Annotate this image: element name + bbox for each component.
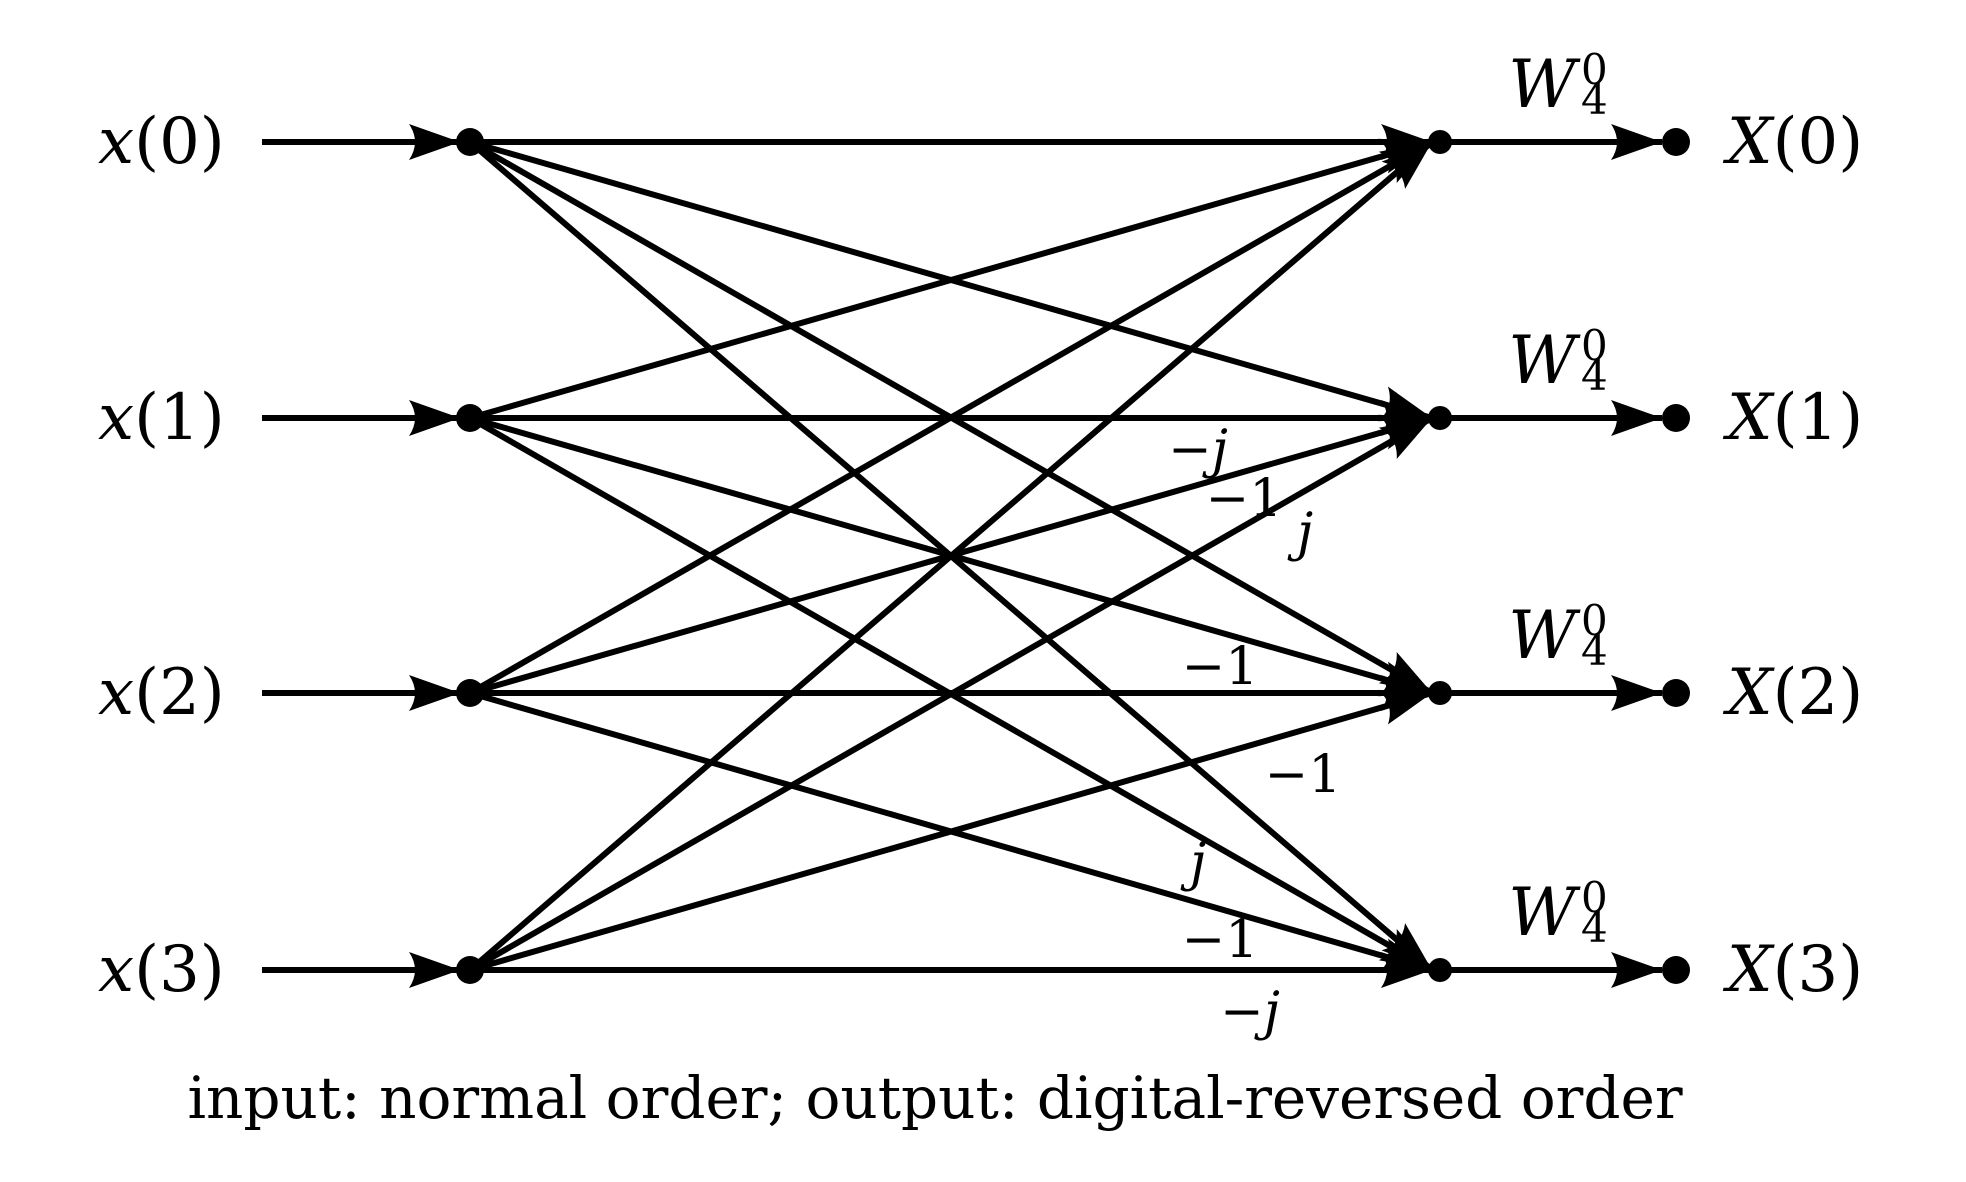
weight-char: − <box>1264 745 1309 805</box>
twiddle-superscript: 0 <box>1581 596 1608 645</box>
input-label-1: x(1) <box>98 386 225 450</box>
output-label-3: X(3) <box>1727 938 1863 1002</box>
edge-x0-to-X1 <box>469 139 1433 422</box>
twiddle-superscript: 0 <box>1581 321 1608 370</box>
weight-char: 1 <box>1225 637 1259 697</box>
weight-char: − <box>1168 420 1212 480</box>
twiddle-superscript: 0 <box>1581 45 1608 94</box>
weight-char: − <box>1220 982 1264 1042</box>
input-index: (1) <box>134 381 225 455</box>
weight-char: 1 <box>1308 745 1342 805</box>
sum-node-1 <box>1428 406 1452 430</box>
edge-x1-to-X3 <box>468 415 1434 973</box>
output-index: (2) <box>1772 656 1864 730</box>
weight-char: 1 <box>1249 469 1283 529</box>
input-label-2: x(2) <box>98 661 225 725</box>
weight-char: j <box>1189 833 1207 893</box>
output-label-0: X(0) <box>1727 110 1863 174</box>
weight-char: − <box>1181 910 1226 970</box>
input-index: (3) <box>134 933 225 1007</box>
twiddle-base: W <box>1508 874 1577 951</box>
output-var: X <box>1727 656 1773 730</box>
edge-weight-x3-to-X3: −j <box>1220 986 1280 1038</box>
sum-node-0 <box>1428 130 1452 154</box>
output-node-3 <box>1662 956 1690 984</box>
edge-weight-x2-to-X3: −1 <box>1182 914 1259 966</box>
sum-node-3 <box>1428 958 1452 982</box>
output-var: X <box>1727 933 1773 1007</box>
input-node-1 <box>456 404 484 432</box>
edge-x2-to-X3 <box>469 690 1433 974</box>
output-var: X <box>1727 381 1773 455</box>
twiddle-superscript: 0 <box>1581 873 1608 922</box>
input-var: x <box>98 381 135 455</box>
twiddle-subscript: 4 <box>1581 903 1608 952</box>
caption: input: normal order; output: digital-rev… <box>187 1064 1683 1132</box>
edge-weight-x3-to-X2: −1 <box>1265 749 1342 801</box>
output-node-1 <box>1662 404 1690 432</box>
output-var: X <box>1727 105 1773 179</box>
twiddle-subscript: 4 <box>1581 75 1608 124</box>
edge-weight-x1-to-X1: −j <box>1168 424 1228 476</box>
output-node-2 <box>1662 679 1690 707</box>
output-node-0 <box>1662 128 1690 156</box>
output-index: (0) <box>1772 105 1864 179</box>
sum-node-2 <box>1428 681 1452 705</box>
input-var: x <box>98 105 135 179</box>
input-label-0: x(0) <box>98 110 225 174</box>
twiddle-base: W <box>1508 46 1577 123</box>
edge-x0-to-X2 <box>468 139 1434 696</box>
weight-char: j <box>1296 503 1314 563</box>
twiddle-base: W <box>1508 322 1577 399</box>
twiddle-subscript: 4 <box>1581 351 1608 400</box>
weight-char: − <box>1181 637 1226 697</box>
input-index: (2) <box>134 656 225 730</box>
edge-x0-to-X3 <box>468 139 1434 973</box>
input-node-3 <box>456 956 484 984</box>
edge-weight-x1-to-X2: −1 <box>1182 641 1259 693</box>
weight-char: − <box>1205 469 1250 529</box>
weight-char: j <box>1263 982 1280 1042</box>
twiddle-subscript: 4 <box>1581 626 1608 675</box>
output-index: (1) <box>1772 381 1864 455</box>
output-label-1: X(1) <box>1727 386 1863 450</box>
edge-weight-x3-to-X1: j <box>1297 507 1313 559</box>
output-index: (3) <box>1772 933 1864 1007</box>
edge-weight-x1-to-X3: j <box>1190 837 1206 889</box>
input-node-2 <box>456 679 484 707</box>
input-index: (0) <box>134 105 225 179</box>
input-var: x <box>98 933 135 1007</box>
edge-weight-x2-to-X1: −1 <box>1206 473 1283 525</box>
weight-char: j <box>1211 420 1228 480</box>
twiddle-base: W <box>1508 597 1577 674</box>
input-var: x <box>98 656 135 730</box>
weight-char: 1 <box>1225 910 1259 970</box>
input-node-0 <box>456 128 484 156</box>
output-label-2: X(2) <box>1727 661 1863 725</box>
input-label-3: x(3) <box>98 938 225 1002</box>
